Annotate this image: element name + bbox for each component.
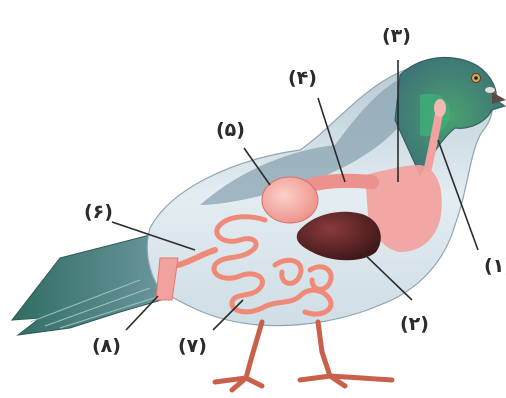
gizzard (262, 177, 318, 223)
label-1: (۱) (484, 255, 506, 277)
pharynx (434, 99, 446, 117)
label-7: (۷) (178, 335, 207, 357)
pupil (474, 76, 478, 80)
proventriculus (310, 181, 372, 185)
cere (485, 87, 495, 93)
left-leg (215, 322, 262, 390)
label-2: (۲) (400, 313, 429, 335)
label-4: (۴) (288, 67, 317, 89)
label-6: (۶) (84, 201, 113, 223)
label-8: (۸) (92, 335, 121, 357)
label-3: (۳) (382, 25, 411, 47)
label-5: (۵) (216, 119, 245, 141)
right-leg (300, 322, 392, 386)
